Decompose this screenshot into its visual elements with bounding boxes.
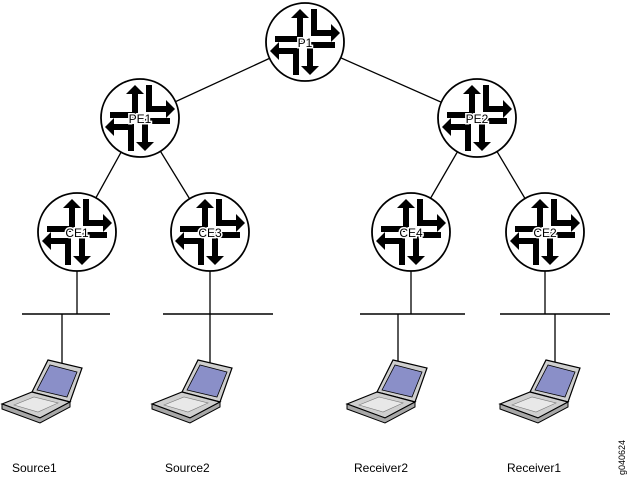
router-arrows-icon [105,85,175,151]
router-label: PE1 [129,112,152,126]
laptop-screen [381,364,423,398]
host-label: Receiver1 [507,461,561,475]
router-p1[interactable]: P1 [265,2,345,82]
host-label: Source1 [12,461,57,475]
router-arrows-icon [442,85,512,151]
router-body [100,78,180,158]
figure-id: g040624 [617,440,627,475]
laptop-screen [36,364,78,398]
host-label: Receiver2 [354,461,408,475]
router-label: CE2 [533,226,557,240]
router-body [371,192,451,272]
host-receiver2[interactable]: Receiver2 [345,314,428,475]
router-label: CE1 [65,226,89,240]
router-pe2[interactable]: PE2 [437,78,517,158]
host-source1[interactable]: Source1 [0,314,83,475]
laptop-keyboard [358,396,404,413]
laptop-screen [534,364,576,398]
lan-segments-layer [22,271,610,315]
router-label: P1 [298,36,313,50]
router-ce2[interactable]: CE2 [505,192,585,272]
router-pe1[interactable]: PE1 [100,78,180,158]
router-label: CE4 [399,226,423,240]
host-label: Source2 [165,461,210,475]
router-arrows-icon [376,199,446,265]
router-body [265,2,345,82]
router-ce3[interactable]: CE3 [170,192,250,272]
router-arrows-icon [175,199,245,265]
laptop-edge [151,401,221,424]
router-body [170,192,250,272]
router-label: PE2 [466,112,489,126]
laptop-edge [346,401,416,424]
router-arrows-icon [42,199,112,265]
router-ce1[interactable]: CE1 [37,192,117,272]
router-arrows-icon [510,199,580,265]
router-ce4[interactable]: CE4 [371,192,451,272]
router-body [37,192,117,272]
router-body [505,192,585,272]
laptop-keyboard [511,396,557,413]
router-body [437,78,517,158]
laptop-edge [499,401,569,424]
router-arrows-icon [270,9,340,75]
host-source2[interactable]: Source2 [150,314,233,475]
host-receiver1[interactable]: Receiver1 [498,314,581,475]
hosts-layer: Source1 Source2 Receiver2 Receiver1 [0,314,581,475]
laptop-edge [1,401,71,424]
laptop-keyboard [13,396,59,413]
router-label: CE3 [198,226,222,240]
laptop-screen [186,364,228,398]
laptop-keyboard [163,396,209,413]
